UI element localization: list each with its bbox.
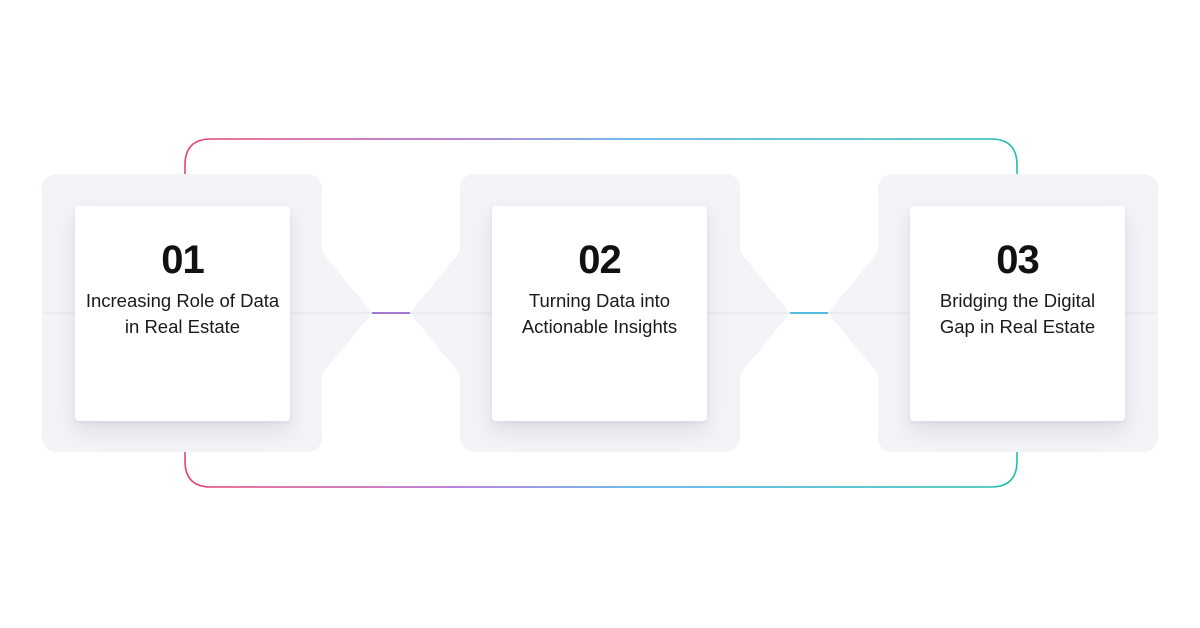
step-title: Increasing Role of Data in Real Estate: [85, 290, 280, 337]
step-card-3: 03 Bridging the Digital Gap in Real Esta…: [910, 206, 1125, 421]
step-card-1: 01 Increasing Role of Data in Real Estat…: [75, 206, 290, 421]
step-number: 03: [996, 238, 1040, 282]
step-title: Turning Data into Actionable Insights: [521, 290, 678, 337]
step-card-2: 02 Turning Data into Actionable Insights: [492, 206, 707, 421]
step-number: 01: [161, 238, 205, 282]
step-title: Bridging the Digital Gap in Real Estate: [939, 290, 1096, 337]
step-number: 02: [578, 238, 622, 282]
loop-line: [184, 138, 1018, 488]
